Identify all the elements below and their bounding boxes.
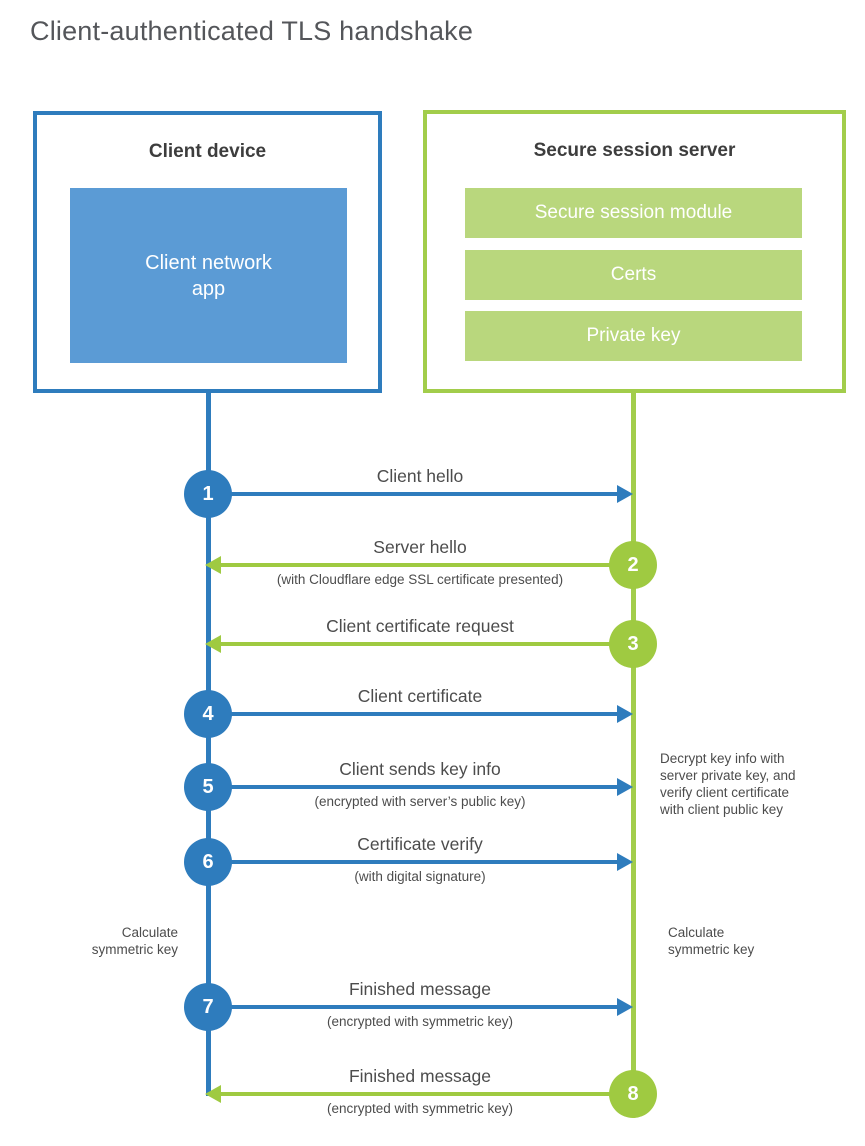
arrowhead-right-icon [617,998,633,1016]
arrowhead-left-icon [205,635,221,653]
arrow-step-1 [230,492,618,496]
arrow-step-4 [230,712,618,716]
server-module-private-key: Private key [465,311,802,361]
step-5-sublabel: (encrypted with server’s public key) [314,794,526,809]
step-5-label: Client sends key info [339,759,501,779]
step-8-label: Finished message [348,1066,492,1086]
arrowhead-left-icon [205,1085,221,1103]
arrowhead-left-icon [205,556,221,574]
server-decrypt-note: Decrypt key info with server private key… [660,751,796,817]
step-2-label: Server hello [373,537,467,557]
arrowhead-right-icon [617,705,633,723]
step-8-sublabel: (encrypted with symmetric key) [326,1101,514,1116]
step-4-label: Client certificate [357,686,483,706]
step-7-label: Finished message [348,979,492,999]
arrowhead-right-icon [617,778,633,796]
secure-session-server-title: Secure session server [533,140,736,161]
server-calculate-symmetric-key-note: Calculate symmetric key [668,925,755,957]
server-module-secure-session: Secure session module [465,188,802,238]
client-calculate-symmetric-key-note: Calculate symmetric key [91,925,178,957]
step-6-sublabel: (with digital signature) [354,869,486,884]
step-3-badge: 3 [609,620,657,668]
step-6-label: Certificate verify [357,834,483,854]
arrow-step-8 [221,1092,611,1096]
step-4-badge: 4 [184,690,232,738]
step-6-badge: 6 [184,838,232,886]
step-2-sublabel: (with Cloudflare edge SSL certificate pr… [276,572,564,587]
client-network-app-box: Client network app [70,188,347,363]
server-module-certs: Certs [465,250,802,300]
arrow-step-5 [230,785,618,789]
step-5-badge: 5 [184,763,232,811]
arrowhead-right-icon [617,853,633,871]
step-1-badge: 1 [184,470,232,518]
arrow-step-3 [221,642,611,646]
client-device-title: Client device [148,141,267,162]
arrow-step-7 [230,1005,618,1009]
step-1-label: Client hello [376,466,464,486]
arrow-step-2 [221,563,611,567]
step-8-badge: 8 [609,1070,657,1118]
arrow-step-6 [230,860,618,864]
arrowhead-right-icon [617,485,633,503]
client-lifeline [206,393,211,1096]
step-7-badge: 7 [184,983,232,1031]
step-7-sublabel: (encrypted with symmetric key) [326,1014,514,1029]
page-title: Client-authenticated TLS handshake [30,16,474,46]
server-lifeline [631,393,636,1094]
step-2-badge: 2 [609,541,657,589]
step-3-label: Client certificate request [326,616,514,636]
